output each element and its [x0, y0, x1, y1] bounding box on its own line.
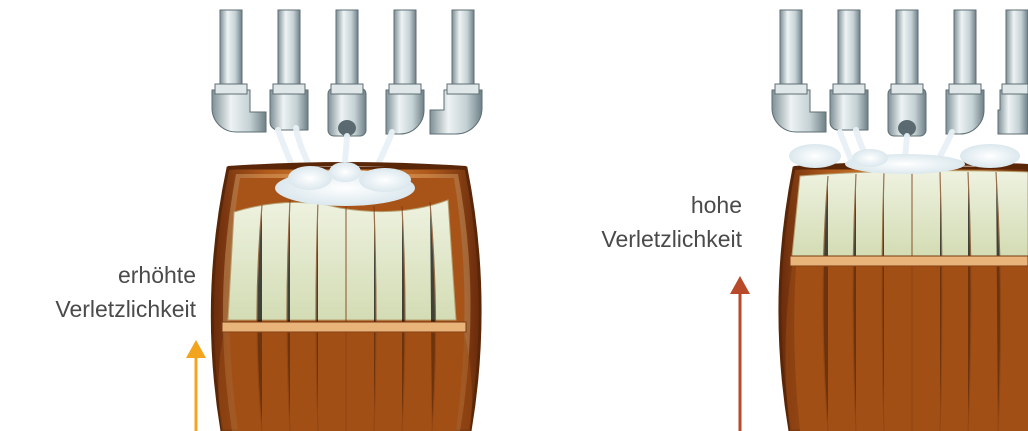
vulnerability-label-right: hohe Verletzlichkeit [601, 188, 742, 256]
pipe-icon [888, 10, 926, 136]
pipe-icon [386, 10, 424, 134]
panel-left [186, 10, 482, 431]
arrow-up-icon [186, 340, 206, 431]
label-right-line2: Verletzlichkeit [601, 222, 742, 256]
label-left-line1: erhöhte [55, 258, 196, 292]
vulnerability-label-left: erhöhte Verletzlichkeit [55, 258, 196, 326]
water-icon [228, 200, 456, 320]
barrel-icon [780, 163, 1028, 431]
pipe-icon [212, 10, 266, 132]
pipes-left [212, 10, 482, 136]
pipe-icon [830, 10, 868, 130]
arrow-up-icon [730, 276, 750, 431]
pipe-icon [946, 10, 984, 134]
panel-right [730, 10, 1028, 431]
pipe-icon [270, 10, 308, 130]
pipe-icon [430, 10, 482, 134]
pipes-right [772, 10, 1028, 136]
label-left-line2: Verletzlichkeit [55, 292, 196, 326]
pipe-icon [328, 10, 366, 136]
pipe-icon [772, 10, 826, 132]
pipe-icon [998, 10, 1028, 134]
label-right-line1: hohe [601, 188, 742, 222]
